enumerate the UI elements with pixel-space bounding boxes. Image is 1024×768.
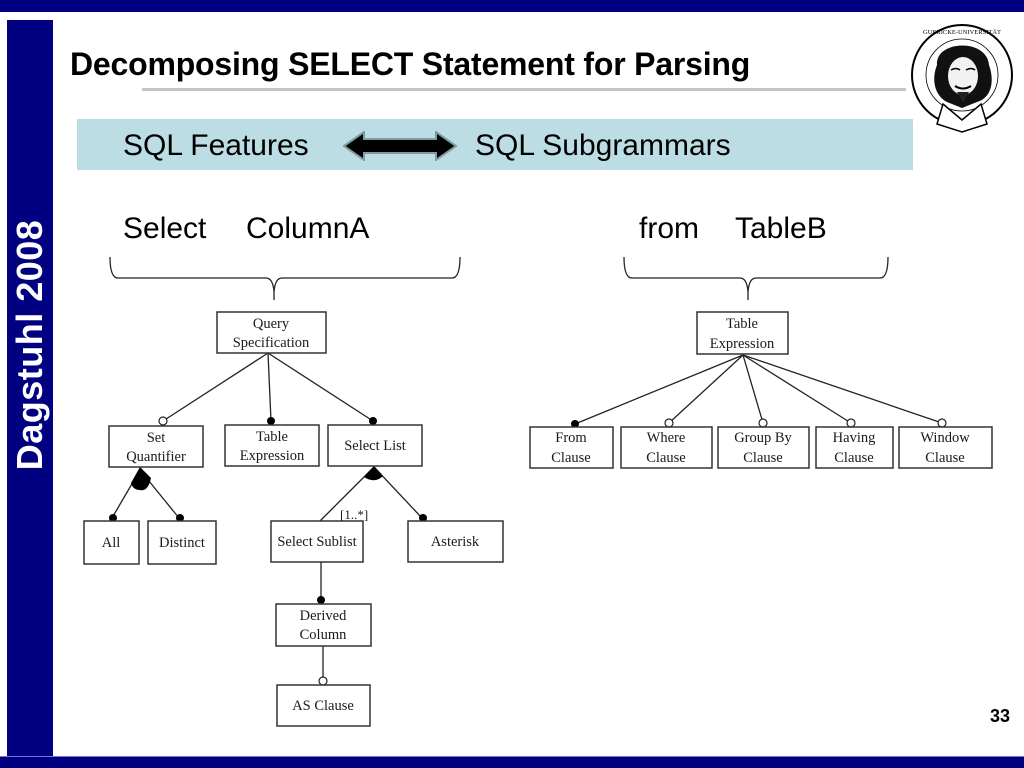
having-clause-node: Having <box>833 430 876 446</box>
where-clause-node: Clause <box>646 450 685 466</box>
set-quantifier-node: Quantifier <box>126 449 186 465</box>
sql-subgrammars-label: SQL Subgrammars <box>475 129 731 162</box>
from-clause-node: Clause <box>551 450 590 466</box>
svg-text:GUERICKE-UNIVERSITÄT: GUERICKE-UNIVERSITÄT <box>923 29 1001 36</box>
asterisk-node: Asterisk <box>431 534 480 550</box>
page-number: 33 <box>990 706 1011 726</box>
mandatory-connector <box>109 514 117 522</box>
mandatory-connector <box>571 420 579 428</box>
university-seal-icon: GUERICKE-UNIVERSITÄT <box>911 24 1013 133</box>
bottom-frame-bar <box>0 756 1024 768</box>
slide-title: Decomposing SELECT Statement for Parsing <box>70 46 751 82</box>
table-expression-node: Table <box>256 429 288 445</box>
distinct-node: Distinct <box>159 535 205 551</box>
column-name: ColumnA <box>246 212 370 245</box>
as-clause-node: AS Clause <box>292 698 354 714</box>
top-frame-bar <box>0 0 1024 12</box>
mandatory-connector <box>369 417 377 425</box>
or-group-marker <box>364 466 383 481</box>
banner: SQL Features SQL Subgrammars <box>77 119 913 170</box>
group-by-clause-node: Clause <box>743 450 782 466</box>
where-clause-node: Where <box>647 430 686 446</box>
select-keyword: Select <box>123 212 207 245</box>
query-specification-node: Query <box>253 316 290 332</box>
mandatory-connector <box>419 514 427 522</box>
table-name: TableB <box>735 212 827 245</box>
multiplicity-label: [1..*] <box>340 507 368 522</box>
mandatory-connector <box>176 514 184 522</box>
select-sublist-node: Select Sublist <box>277 534 356 550</box>
table-expression-node: Expression <box>240 448 305 464</box>
mandatory-connector <box>317 596 325 604</box>
query-specification-node: Specification <box>233 335 310 351</box>
table-expression-root-node: Table <box>726 316 758 332</box>
from-brace <box>623 256 889 300</box>
all-node: All <box>102 535 121 551</box>
optional-connector <box>664 418 674 428</box>
optional-connector <box>937 418 947 428</box>
double-arrow-icon <box>342 131 458 161</box>
derived-column-node: Derived <box>300 608 347 624</box>
sql-features-label: SQL Features <box>123 129 309 162</box>
group-by-clause-node: Group By <box>734 430 792 446</box>
from-keyword: from <box>639 212 699 245</box>
table-expression-root-node: Expression <box>710 336 775 352</box>
or-group-marker <box>131 467 151 491</box>
window-clause-node: Window <box>920 430 970 446</box>
optional-connector <box>846 418 856 428</box>
optional-connector <box>318 676 328 686</box>
select-list-node: Select List <box>344 438 406 454</box>
mandatory-connector <box>267 417 275 425</box>
title-underline <box>142 88 906 91</box>
optional-connector <box>758 418 768 428</box>
optional-connector <box>158 416 168 426</box>
from-clause-node: From <box>555 430 587 446</box>
sidebar <box>7 20 53 756</box>
having-clause-node: Clause <box>834 450 873 466</box>
set-quantifier-node: Set <box>147 430 166 446</box>
select-brace <box>109 256 461 300</box>
derived-column-node: Column <box>300 627 347 643</box>
window-clause-node: Clause <box>925 450 964 466</box>
